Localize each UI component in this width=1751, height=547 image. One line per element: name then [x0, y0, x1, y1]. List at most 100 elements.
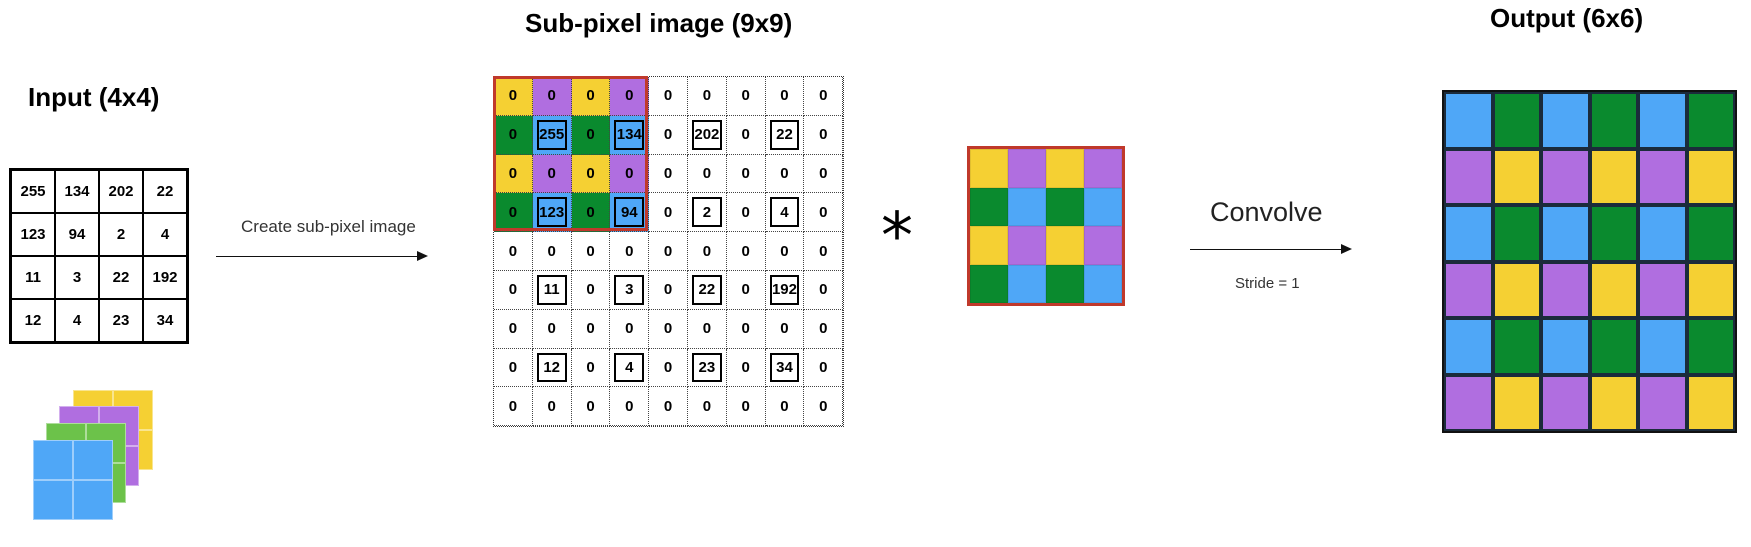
kernel-cell — [1046, 187, 1084, 226]
create-subpixel-label: Create sub-pixel image — [241, 217, 416, 236]
subpixel-cell: 0 — [494, 232, 533, 271]
subpixel-value: 0 — [586, 397, 595, 415]
subpixel-value: 0 — [741, 281, 750, 299]
subpixel-cell: 0 — [649, 77, 688, 116]
subpixel-cell: 0 — [610, 232, 650, 271]
output-cell — [1444, 92, 1493, 149]
output-cell — [1541, 374, 1590, 431]
subpixel-cell: 0 — [726, 193, 766, 233]
subpixel-value: 0 — [508, 320, 518, 338]
subpixel-cell: 0 — [687, 154, 727, 194]
kernel-cell — [970, 149, 1008, 188]
subpixel-value: 0 — [508, 203, 518, 221]
output-cell — [1638, 318, 1687, 375]
subpixel-value: 123 — [539, 203, 565, 221]
subpixel-value: 0 — [780, 397, 789, 415]
subpixel-value: 0 — [780, 164, 789, 182]
output-cell — [1492, 374, 1541, 431]
subpixel-value: 0 — [780, 242, 789, 260]
kernel-cell — [970, 187, 1008, 226]
subpixel-cell: 0 — [726, 154, 766, 194]
subpixel-value: 0 — [586, 126, 595, 144]
channel-layer-stack — [33, 390, 173, 540]
subpixel-value: 0 — [741, 87, 750, 105]
input-cell: 134 — [55, 170, 99, 213]
output-cell — [1444, 148, 1493, 205]
output-cell — [1638, 261, 1687, 318]
subpixel-value: 134 — [616, 126, 642, 144]
output-cell — [1686, 374, 1735, 431]
subpixel-cell: 0 — [610, 77, 650, 116]
subpixel-value: 4 — [625, 358, 634, 376]
subpixel-cell: 0 — [726, 77, 766, 116]
subpixel-value: 202 — [694, 126, 720, 144]
convolve-arrow — [1190, 243, 1352, 254]
subpixel-cell: 0 — [494, 77, 533, 116]
subpixel-cell: 0 — [571, 154, 611, 194]
subpixel-value: 0 — [663, 320, 673, 338]
subpixel-value: 0 — [547, 397, 556, 415]
subpixel-value: 22 — [698, 281, 716, 299]
output-cell — [1541, 261, 1590, 318]
subpixel-cell: 0 — [765, 154, 805, 194]
subpixel-value: 0 — [741, 358, 750, 376]
subpixel-value: 0 — [586, 203, 595, 221]
output-cell — [1686, 318, 1735, 375]
output-cell — [1589, 374, 1638, 431]
input-title: Input (4x4) — [28, 82, 160, 112]
subpixel-value: 0 — [663, 164, 673, 182]
subpixel-cell: 0 — [649, 154, 688, 194]
kernel-cell — [1008, 149, 1046, 188]
subpixel-value: 0 — [819, 242, 828, 260]
subpixel-cell: 0 — [610, 309, 650, 349]
subpixel-cell: 0 — [765, 77, 805, 116]
subpixel-value: 94 — [620, 203, 638, 221]
subpixel-cell: 0 — [649, 387, 688, 427]
subpixel-value: 0 — [819, 397, 828, 415]
subpixel-cell: 0 — [726, 387, 766, 427]
subpixel-value: 0 — [819, 358, 828, 376]
subpixel-cell: 0 — [804, 193, 844, 233]
subpixel-cell: 0 — [687, 387, 727, 427]
subpixel-cell: 134 — [610, 115, 650, 155]
subpixel-cell: 0 — [649, 270, 688, 310]
output-cell — [1686, 205, 1735, 262]
subpixel-cell: 11 — [532, 270, 572, 310]
subpixel-cell: 0 — [726, 348, 766, 388]
subpixel-cell: 0 — [494, 309, 533, 349]
kernel-grid — [967, 146, 1125, 306]
subpixel-value: 0 — [508, 358, 518, 376]
subpixel-value: 0 — [702, 87, 712, 105]
subpixel-value: 0 — [547, 87, 556, 105]
subpixel-cell: 0 — [494, 270, 533, 310]
output-cell — [1492, 318, 1541, 375]
subpixel-cell: 0 — [804, 77, 844, 116]
subpixel-cell: 0 — [571, 270, 611, 310]
subpixel-value: 0 — [508, 87, 518, 105]
subpixel-cell: 0 — [532, 387, 572, 427]
subpixel-value: 255 — [539, 126, 565, 144]
subpixel-value: 0 — [819, 203, 828, 221]
subpixel-value: 0 — [819, 87, 828, 105]
output-cell — [1444, 374, 1493, 431]
subpixel-value: 0 — [702, 397, 712, 415]
subpixel-value: 0 — [702, 320, 712, 338]
subpixel-value: 11 — [543, 281, 560, 299]
input-cell: 202 — [99, 170, 143, 213]
subpixel-value: 0 — [780, 320, 789, 338]
convolution-operator: * — [881, 200, 913, 274]
subpixel-value: 0 — [741, 397, 750, 415]
subpixel-value: 3 — [625, 281, 634, 299]
input-cell: 94 — [55, 213, 99, 256]
input-cell: 11 — [11, 256, 55, 299]
kernel-cell — [1008, 264, 1046, 303]
subpixel-title: Sub-pixel image (9x9) — [525, 8, 793, 38]
subpixel-value: 0 — [586, 281, 595, 299]
output-cell — [1492, 205, 1541, 262]
subpixel-value: 2 — [702, 203, 712, 221]
input-cell: 23 — [99, 299, 143, 342]
subpixel-value: 0 — [741, 126, 750, 144]
kernel-cell — [970, 264, 1008, 303]
subpixel-value: 0 — [819, 126, 828, 144]
